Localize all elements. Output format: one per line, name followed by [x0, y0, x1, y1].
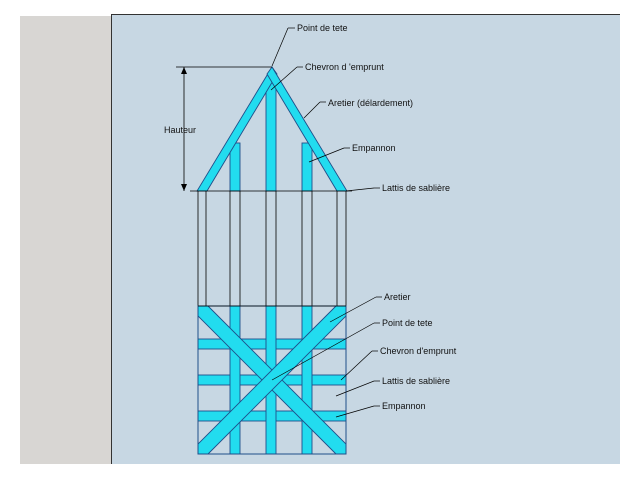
label-plan-chevron-d-emprunt: Chevron d'emprunt	[380, 346, 457, 356]
elevation-empannon-right	[301, 142, 313, 192]
label-empannon: Empannon	[352, 143, 396, 153]
label-point-de-tete: Point de tete	[297, 23, 348, 33]
elevation-annotations: Point de tete Chevron d 'emprunt Aretier…	[270, 23, 450, 193]
hauteur-arrow-top	[181, 67, 187, 74]
label-plan-aretier: Aretier	[384, 292, 411, 302]
label-aretier-delardement: Aretier (délardement)	[328, 98, 413, 108]
label-plan-empannon: Empannon	[382, 401, 426, 411]
label-plan-point-de-tete: Point de tete	[382, 318, 433, 328]
projection-lines	[197, 191, 347, 306]
side-panel	[20, 16, 111, 464]
elevation-view: Hauteur	[164, 66, 352, 192]
hauteur-arrow-bottom	[181, 184, 187, 191]
elevation-chevron-central	[265, 79, 277, 192]
plan-empannon-right	[301, 305, 313, 455]
label-lattis-de-sabliere: Lattis de sablière	[382, 183, 450, 193]
drawing-viewport[interactable]	[111, 14, 620, 464]
label-chevron-d-emprunt: Chevron d 'emprunt	[305, 62, 384, 72]
label-plan-lattis-de-sabliere: Lattis de sablière	[382, 376, 450, 386]
hauteur-label: Hauteur	[164, 125, 196, 135]
plan-annotations: Aretier Point de tete Chevron d'emprunt …	[271, 292, 457, 418]
plan-empannon-left	[229, 305, 241, 455]
